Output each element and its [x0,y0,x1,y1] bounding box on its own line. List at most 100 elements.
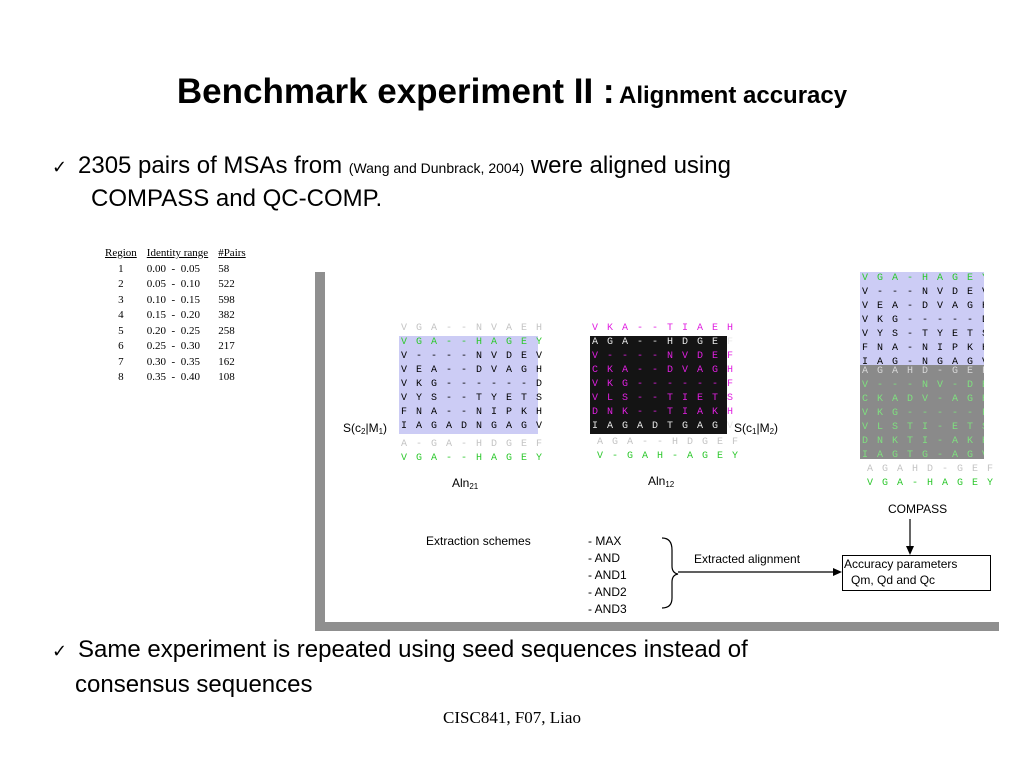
extraction-schemes-label: Extraction schemes [426,534,531,548]
s-c2-m1-label: S(c2|M1) [343,421,388,436]
compass-seq: V - - - N V D E V [862,287,984,298]
aln12-label: Aln12 [648,474,675,489]
extracted-alignment-label: Extracted alignment [694,552,801,566]
aln21-result-1: A - G A - H D G E F [401,439,544,450]
region-cell: 8 [118,371,124,383]
table-row: 7 0.30 - 0.35 162 [100,355,251,371]
scheme-brace [661,537,679,609]
compass-seq: I A G - N G A G V [862,357,984,365]
extracted-arrowhead [833,568,842,576]
identity-cell: 0.25 - 0.30 [146,340,200,352]
identity-cell: 0.35 - 0.40 [146,371,200,383]
compass-seq: V K G - - - - - D [862,315,984,326]
header-pairs: #Pairs [218,247,246,259]
header-identity-range: Identity range [146,247,209,259]
compass-seq: V G A - H A G E Y [862,273,984,284]
diagram-frame-left [315,272,325,631]
identity-cell: 0.05 - 0.10 [146,278,200,290]
region-cell: 2 [118,278,124,290]
table-row: 3 0.10 - 0.15 598 [100,293,251,309]
diagram-frame-bottom [315,622,999,631]
title-main: Benchmark experiment II : [176,72,615,111]
table-row: 5 0.20 - 0.25 258 [100,324,251,340]
table-row: 8 0.35 - 0.40 108 [100,370,251,386]
compass-seq: V E A - D V A G H [862,301,984,312]
bullet-2: ✓ Same experiment is repeated using seed … [52,634,748,667]
accuracy-parameters-box: Accuracy parameters Qm, Qd and Qc [842,555,991,591]
compass-seq: V Y S - T Y E T S [862,329,984,340]
compass-result-2: V G A - H A G E Y [867,478,995,489]
pairs-cell: 258 [218,324,235,337]
scheme-item: - AND3 [588,602,627,616]
accuracy-line-1: Accuracy parameters [844,557,958,571]
footer: CISC841, F07, Liao [443,708,581,727]
aln12-msa: A G A - - H D G E F V - - - - N V D E F … [590,336,735,434]
pairs-cell: 58 [218,262,230,275]
accuracy-line-2: Qm, Qd and Qc [851,573,936,587]
aln12-result: A G A - - H D G E F V - G A H - A G E Y [597,436,740,464]
compass-result: A G A H D - G E F V G A - H A G E Y [867,463,995,491]
pairs-cell: 522 [218,278,235,290]
scheme-item: - AND [588,551,621,565]
compass-label: COMPASS [888,502,948,516]
bullet-2-line1: Same experiment is repeated using seed s… [78,636,748,663]
region-cell: 5 [118,324,124,337]
pairs-cell: 217 [218,340,235,352]
compass-seq: D N K T I - A K H [862,436,984,447]
compass-result-1: A G A H D - G E F [867,464,995,475]
compass-seq: V - - - N V - D E F [862,380,984,391]
aln12-result-1: A G A - - H D G E F [597,437,740,448]
aln21-result: A - G A - H D G E F V G A - - H A G E Y [401,438,544,466]
identity-cell: 0.10 - 0.15 [146,293,200,306]
scheme-item: - AND2 [588,585,627,599]
title-sub: Alignment accuracy [619,82,848,109]
identity-cell: 0.00 - 0.05 [146,262,200,275]
bullet-1-post: were aligned using [530,152,731,179]
table-row: 6 0.25 - 0.30 217 [100,339,251,355]
bullet-1-line2: COMPASS and QC-COMP. [91,185,383,212]
compass-arrowhead [906,546,914,555]
pairs-cell: 598 [218,293,235,306]
pairs-cell: 382 [218,309,235,321]
checkmark-icon: ✓ [52,641,68,661]
table-row: 2 0.05 - 0.10 522 [100,277,251,293]
region-cell: 7 [118,355,124,368]
scheme-item: - AND1 [588,568,627,582]
bullet-1-pre: 2305 pairs of MSAs from [78,152,343,179]
compass-seq: V L S T I - E T S [862,422,984,433]
checkmark-icon: ✓ [52,157,68,177]
slide-title: Benchmark experiment II : Alignment accu… [0,72,1024,112]
bullet-1-citation: (Wang and Dunbrack, 2004) [348,160,525,176]
scheme-item: - MAX [588,534,622,548]
compass-msa-top: V G A - H A G E Y V - - - N V D E V V E … [860,272,984,365]
aln12-result-2: V - G A H - A G E Y [597,451,740,462]
bullet-1: ✓ 2305 pairs of MSAs from (Wang and Dunbr… [52,150,731,184]
compass-seq: A G A H D - G E F [862,366,984,377]
table-row: 1 0.00 - 0.05 58 [100,262,251,278]
pairs-cell: 162 [218,355,235,368]
pairs-cell: 108 [218,371,235,383]
compass-seq: I A G T G - A G V [862,450,984,459]
region-cell: 6 [118,340,124,352]
aln21-msa: V G A - - H A G E Y V - - - - N V D E V … [399,336,542,434]
aln12-seq: V L S - - T I E T S [592,393,735,404]
bullet-2-line2: consensus sequences [75,671,313,698]
s-c1-m2-label: S(c1|M2) [734,421,779,436]
aln21-result-2: V G A - - H A G E Y [401,453,544,464]
scheme-list: - MAX - AND - AND1 - AND2 - AND3 [588,533,627,618]
aln21-label: Aln21 [452,476,479,491]
region-cell: 4 [118,309,124,321]
compass-seq: F N A - N I P K H [862,343,984,354]
compass-seq: V K G - - - - - F [862,408,984,419]
region-cell: 3 [118,293,124,306]
region-table: Region Identity range #Pairs 1 0.00 - 0.0… [100,246,251,386]
aln12-header: V K A - - T I A E H [592,323,735,334]
compass-msa-bottom: A G A H D - G E F V - - - N V - D E F C … [860,365,984,459]
compass-seq: C K A D V - A G H [862,394,984,405]
identity-cell: 0.30 - 0.35 [146,355,200,368]
header-region: Region [105,247,137,259]
region-cell: 1 [118,262,124,275]
identity-cell: 0.20 - 0.25 [146,324,200,337]
